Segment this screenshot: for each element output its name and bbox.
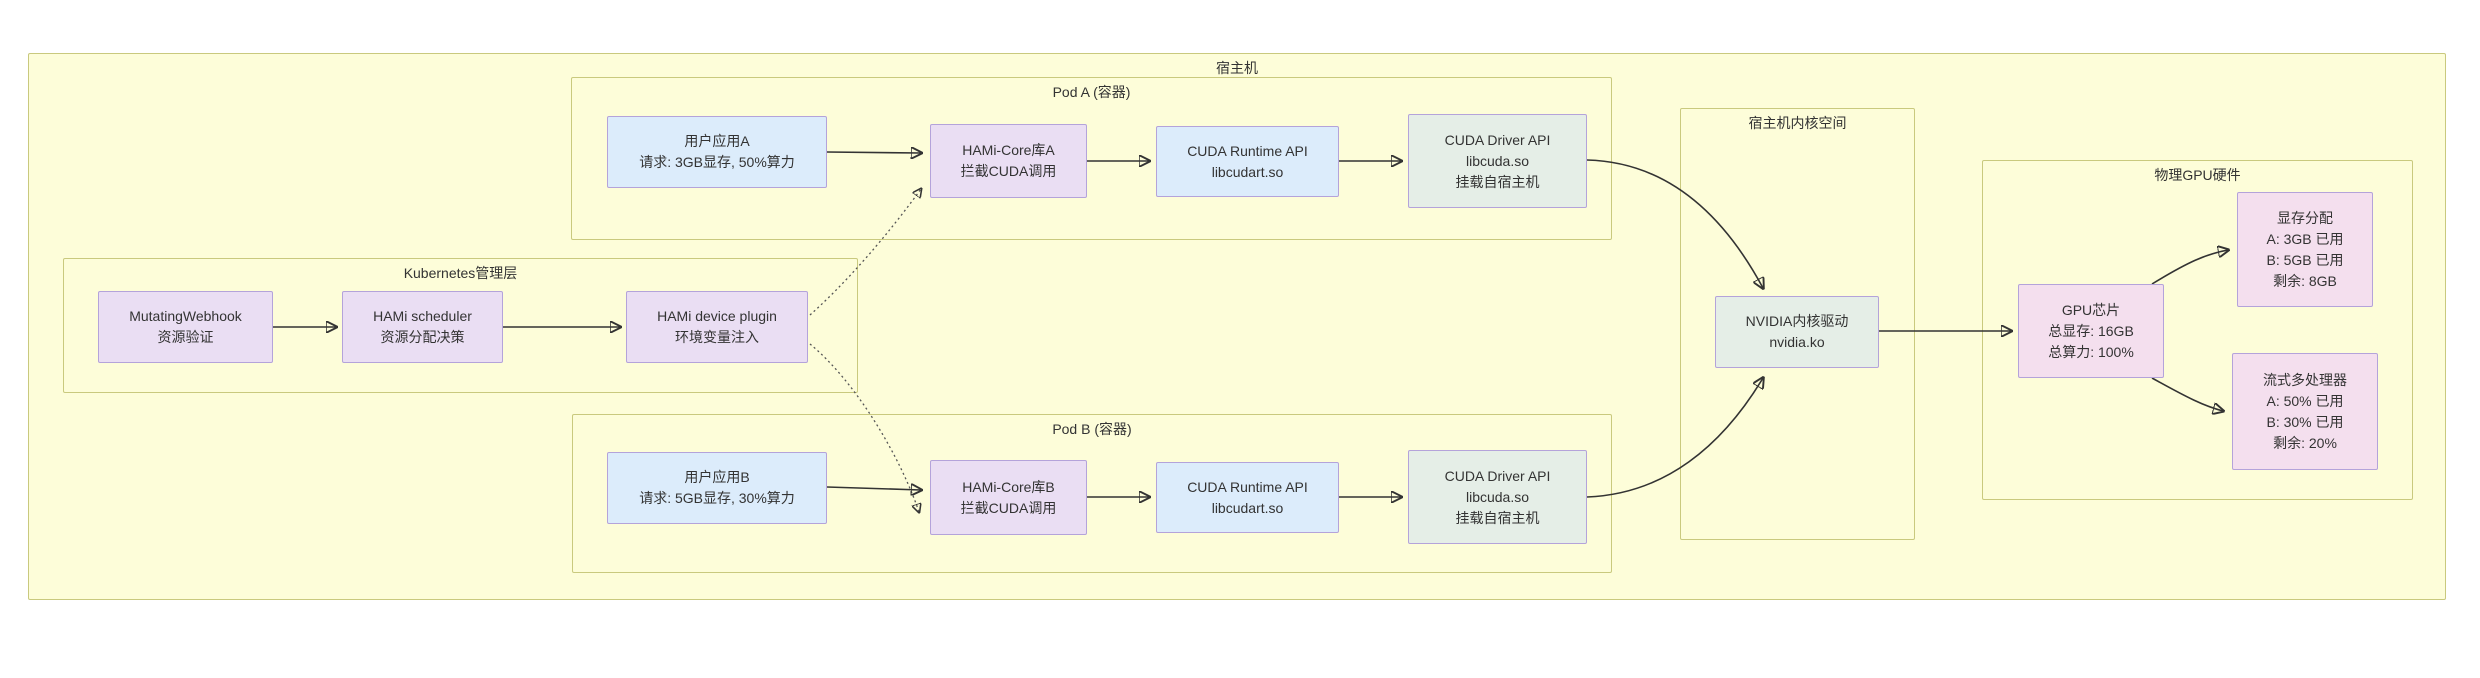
node-gpu-chip-line1: GPU芯片	[2061, 301, 2121, 318]
node-mem-alloc: 显存分配 A: 3GB 已用 B: 5GB 已用 剩余: 8GB	[2237, 192, 2373, 307]
node-hami-core-a-line2: 拦截CUDA调用	[960, 163, 1057, 179]
node-cuda-driver-a: CUDA Driver API libcuda.so 挂载自宿主机	[1408, 114, 1587, 208]
node-user-app-b-line2: 请求: 5GB显存, 30%算力	[639, 490, 795, 506]
node-hami-device-plugin-line2: 环境变量注入	[675, 329, 759, 345]
node-hami-device-plugin: HAMi device plugin 环境变量注入	[626, 291, 808, 363]
node-hami-scheduler-line1: HAMi scheduler	[373, 308, 472, 324]
node-gpu-chip-line3: 总算力: 100%	[2048, 343, 2134, 360]
node-hami-core-a: HAMi-Core库A 拦截CUDA调用	[930, 124, 1087, 198]
node-mutating-webhook-line1: MutatingWebhook	[129, 308, 242, 324]
node-hami-device-plugin-line1: HAMi device plugin	[657, 308, 777, 324]
node-hami-scheduler: HAMi scheduler 资源分配决策	[342, 291, 503, 363]
node-user-app-b: 用户应用B 请求: 5GB显存, 30%算力	[607, 452, 827, 524]
node-mutating-webhook-line2: 资源验证	[157, 329, 214, 345]
container-pod-b-label: Pod B (容器)	[1052, 421, 1132, 437]
node-stream-mp-line4: 剩余: 20%	[2273, 434, 2337, 451]
container-pod-a-label: Pod A (容器)	[1052, 84, 1131, 100]
node-gpu-chip-line2: 总显存: 16GB	[2048, 322, 2134, 339]
node-hami-core-b: HAMi-Core库B 拦截CUDA调用	[930, 460, 1087, 535]
node-mem-alloc-line4: 剩余: 8GB	[2273, 272, 2337, 289]
node-hami-core-b-line2: 拦截CUDA调用	[960, 499, 1057, 516]
node-hami-core-b-line1: HAMi-Core库B	[962, 478, 1055, 495]
node-user-app-a: 用户应用A 请求: 3GB显存, 50%算力	[607, 116, 827, 188]
node-mutating-webhook: MutatingWebhook 资源验证	[98, 291, 273, 363]
node-mem-alloc-line3: B: 5GB 已用	[2266, 251, 2344, 268]
node-cuda-driver-b: CUDA Driver API libcuda.so 挂载自宿主机	[1408, 450, 1587, 544]
node-user-app-a-line1: 用户应用A	[684, 133, 750, 149]
container-host-label: 宿主机	[1216, 60, 1258, 76]
node-cuda-runtime-b-line1: CUDA Runtime API	[1187, 478, 1308, 495]
node-stream-mp-line1: 流式多处理器	[2263, 371, 2347, 388]
node-cuda-driver-b-line3: 挂载自宿主机	[1455, 509, 1540, 526]
node-cuda-runtime-a: CUDA Runtime API libcudart.so	[1156, 126, 1339, 197]
node-nvidia-driver-line2: nvidia.ko	[1769, 334, 1825, 350]
node-nvidia-driver: NVIDIA内核驱动 nvidia.ko	[1715, 296, 1879, 368]
node-cuda-driver-a-line3: 挂载自宿主机	[1455, 173, 1540, 190]
container-gpu-hardware-label: 物理GPU硬件	[2154, 167, 2241, 183]
node-stream-mp-line2: A: 50% 已用	[2266, 392, 2344, 409]
node-mem-alloc-line2: A: 3GB 已用	[2266, 230, 2344, 247]
container-kernel-space-label: 宿主机内核空间	[1748, 115, 1847, 131]
node-cuda-driver-b-line1: CUDA Driver API	[1444, 467, 1551, 484]
node-cuda-driver-b-line2: libcuda.so	[1465, 488, 1530, 505]
node-stream-mp-line3: B: 30% 已用	[2266, 413, 2344, 430]
node-cuda-driver-a-line2: libcuda.so	[1465, 152, 1530, 169]
node-hami-core-a-line1: HAMi-Core库A	[962, 142, 1055, 158]
node-cuda-runtime-b-line2: libcudart.so	[1211, 499, 1284, 516]
node-hami-scheduler-line2: 资源分配决策	[380, 329, 465, 345]
container-k8s-label: Kubernetes管理层	[403, 265, 518, 281]
node-cuda-runtime-a-line2: libcudart.so	[1211, 163, 1284, 180]
node-user-app-a-line2: 请求: 3GB显存, 50%算力	[639, 154, 795, 170]
node-nvidia-driver-line1: NVIDIA内核驱动	[1745, 313, 1849, 329]
node-user-app-b-line1: 用户应用B	[684, 469, 750, 485]
node-gpu-chip: GPU芯片 总显存: 16GB 总算力: 100%	[2018, 284, 2164, 378]
node-cuda-driver-a-line1: CUDA Driver API	[1444, 131, 1551, 148]
node-stream-mp: 流式多处理器 A: 50% 已用 B: 30% 已用 剩余: 20%	[2232, 353, 2378, 470]
node-cuda-runtime-b: CUDA Runtime API libcudart.so	[1156, 462, 1339, 533]
node-mem-alloc-line1: 显存分配	[2277, 209, 2333, 226]
node-cuda-runtime-a-line1: CUDA Runtime API	[1187, 142, 1308, 159]
